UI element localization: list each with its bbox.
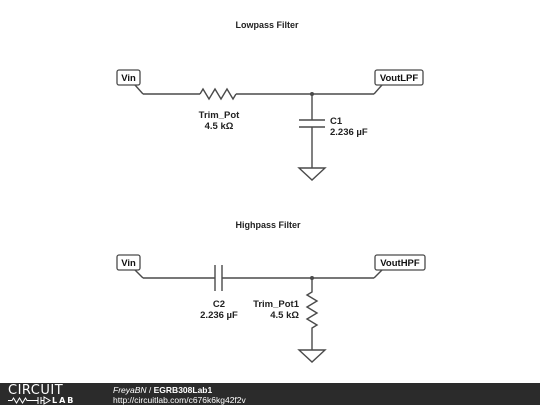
resistor-icon[interactable] (305, 278, 319, 350)
ground-icon (297, 167, 327, 181)
footer-author[interactable]: FreyaBN (113, 385, 147, 395)
ground-icon (297, 349, 327, 363)
highpass-c2-name: C2 (213, 299, 225, 310)
capacitor-icon[interactable] (214, 265, 223, 291)
footer-project-name[interactable]: EGRB308Lab1 (153, 385, 213, 395)
highpass-vin-lead (134, 269, 144, 279)
lowpass-title: Lowpass Filter (235, 20, 299, 30)
highpass-vout-port[interactable]: VoutHPF (373, 254, 426, 279)
footer-bar: CIRCUIT LAB FreyaBN / EGRB308Lab1 http:/… (0, 383, 540, 405)
highpass-vout-label: VoutHPF (380, 258, 420, 269)
lowpass-c1-value: 2.236 µF (330, 127, 368, 138)
lowpass-vout-box[interactable] (374, 69, 424, 86)
capacitor-icon[interactable] (299, 119, 325, 128)
highpass-trim-pot1-name: Trim_Pot1 (253, 299, 300, 310)
lowpass-vout-lead (373, 84, 383, 95)
lowpass-vin-label: Vin (121, 73, 136, 84)
resistor-icon[interactable] (199, 87, 237, 101)
footer-separator: / (146, 385, 154, 395)
highpass-trim-pot1-value: 4.5 kΩ (270, 310, 299, 321)
highpass-vin-label: Vin (121, 258, 136, 269)
lowpass-vin-lead (134, 84, 144, 95)
highpass-vout-box[interactable] (374, 254, 426, 271)
schematic-canvas: Lowpass Filter Vin Trim_Pot 4.5 kΩ C1 2.… (116, 20, 426, 363)
footer-project-line: FreyaBN / EGRB308Lab1 (113, 385, 212, 395)
lowpass-filter-circuit: Lowpass Filter Vin Trim_Pot 4.5 kΩ C1 2.… (116, 20, 424, 181)
highpass-c2-value: 2.236 µF (200, 310, 238, 321)
highpass-title: Highpass Filter (235, 220, 301, 230)
logo-circuit-symbol-icon (8, 396, 51, 405)
highpass-filter-circuit: Highpass Filter Vin C2 2.236 µF Trim_Pot… (116, 220, 426, 363)
highpass-vout-lead (373, 269, 383, 279)
highpass-vin-port[interactable]: Vin (116, 254, 144, 279)
lowpass-trim-pot-value: 4.5 kΩ (205, 121, 234, 132)
footer-url-link[interactable]: http://circuitlab.com/c676k6kg42f2v (113, 395, 246, 405)
logo-lab-text: LAB (52, 396, 76, 405)
lowpass-vout-label: VoutLPF (380, 73, 419, 84)
lowpass-trim-pot-name: Trim_Pot (199, 110, 240, 121)
lowpass-c1-name: C1 (330, 116, 343, 127)
highpass-vin-box[interactable] (116, 254, 141, 271)
lowpass-vin-port[interactable]: Vin (116, 69, 144, 95)
lowpass-vout-port[interactable]: VoutLPF (373, 69, 424, 95)
circuitlab-logo[interactable]: CIRCUIT LAB (8, 384, 94, 405)
logo-circuit-text: CIRCUIT (8, 383, 64, 398)
lowpass-vin-box[interactable] (116, 69, 141, 86)
